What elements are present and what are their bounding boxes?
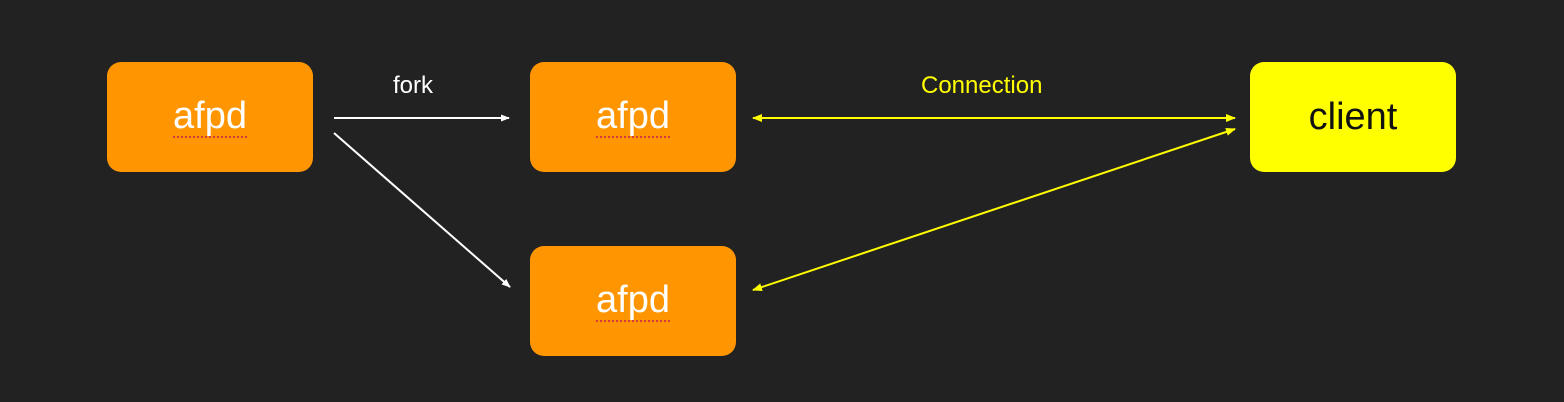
- fork-edge-label: fork: [393, 72, 434, 99]
- client-node: client: [1250, 62, 1456, 172]
- client-label: client: [1308, 96, 1398, 138]
- afpd-child1-node: afpd: [530, 62, 736, 172]
- afpd-child2-label: afpd: [596, 278, 670, 322]
- afpd-parent-label: afpd: [173, 94, 247, 138]
- fork-arrow-to-child2: [333, 132, 511, 288]
- connection-edge-label: Connection: [921, 72, 1043, 99]
- afpd-child2-node: afpd: [530, 246, 736, 356]
- afpd-child1-label: afpd: [596, 94, 670, 138]
- connection-arrow-child2-client: [752, 128, 1236, 291]
- afpd-parent-node: afpd: [107, 62, 313, 172]
